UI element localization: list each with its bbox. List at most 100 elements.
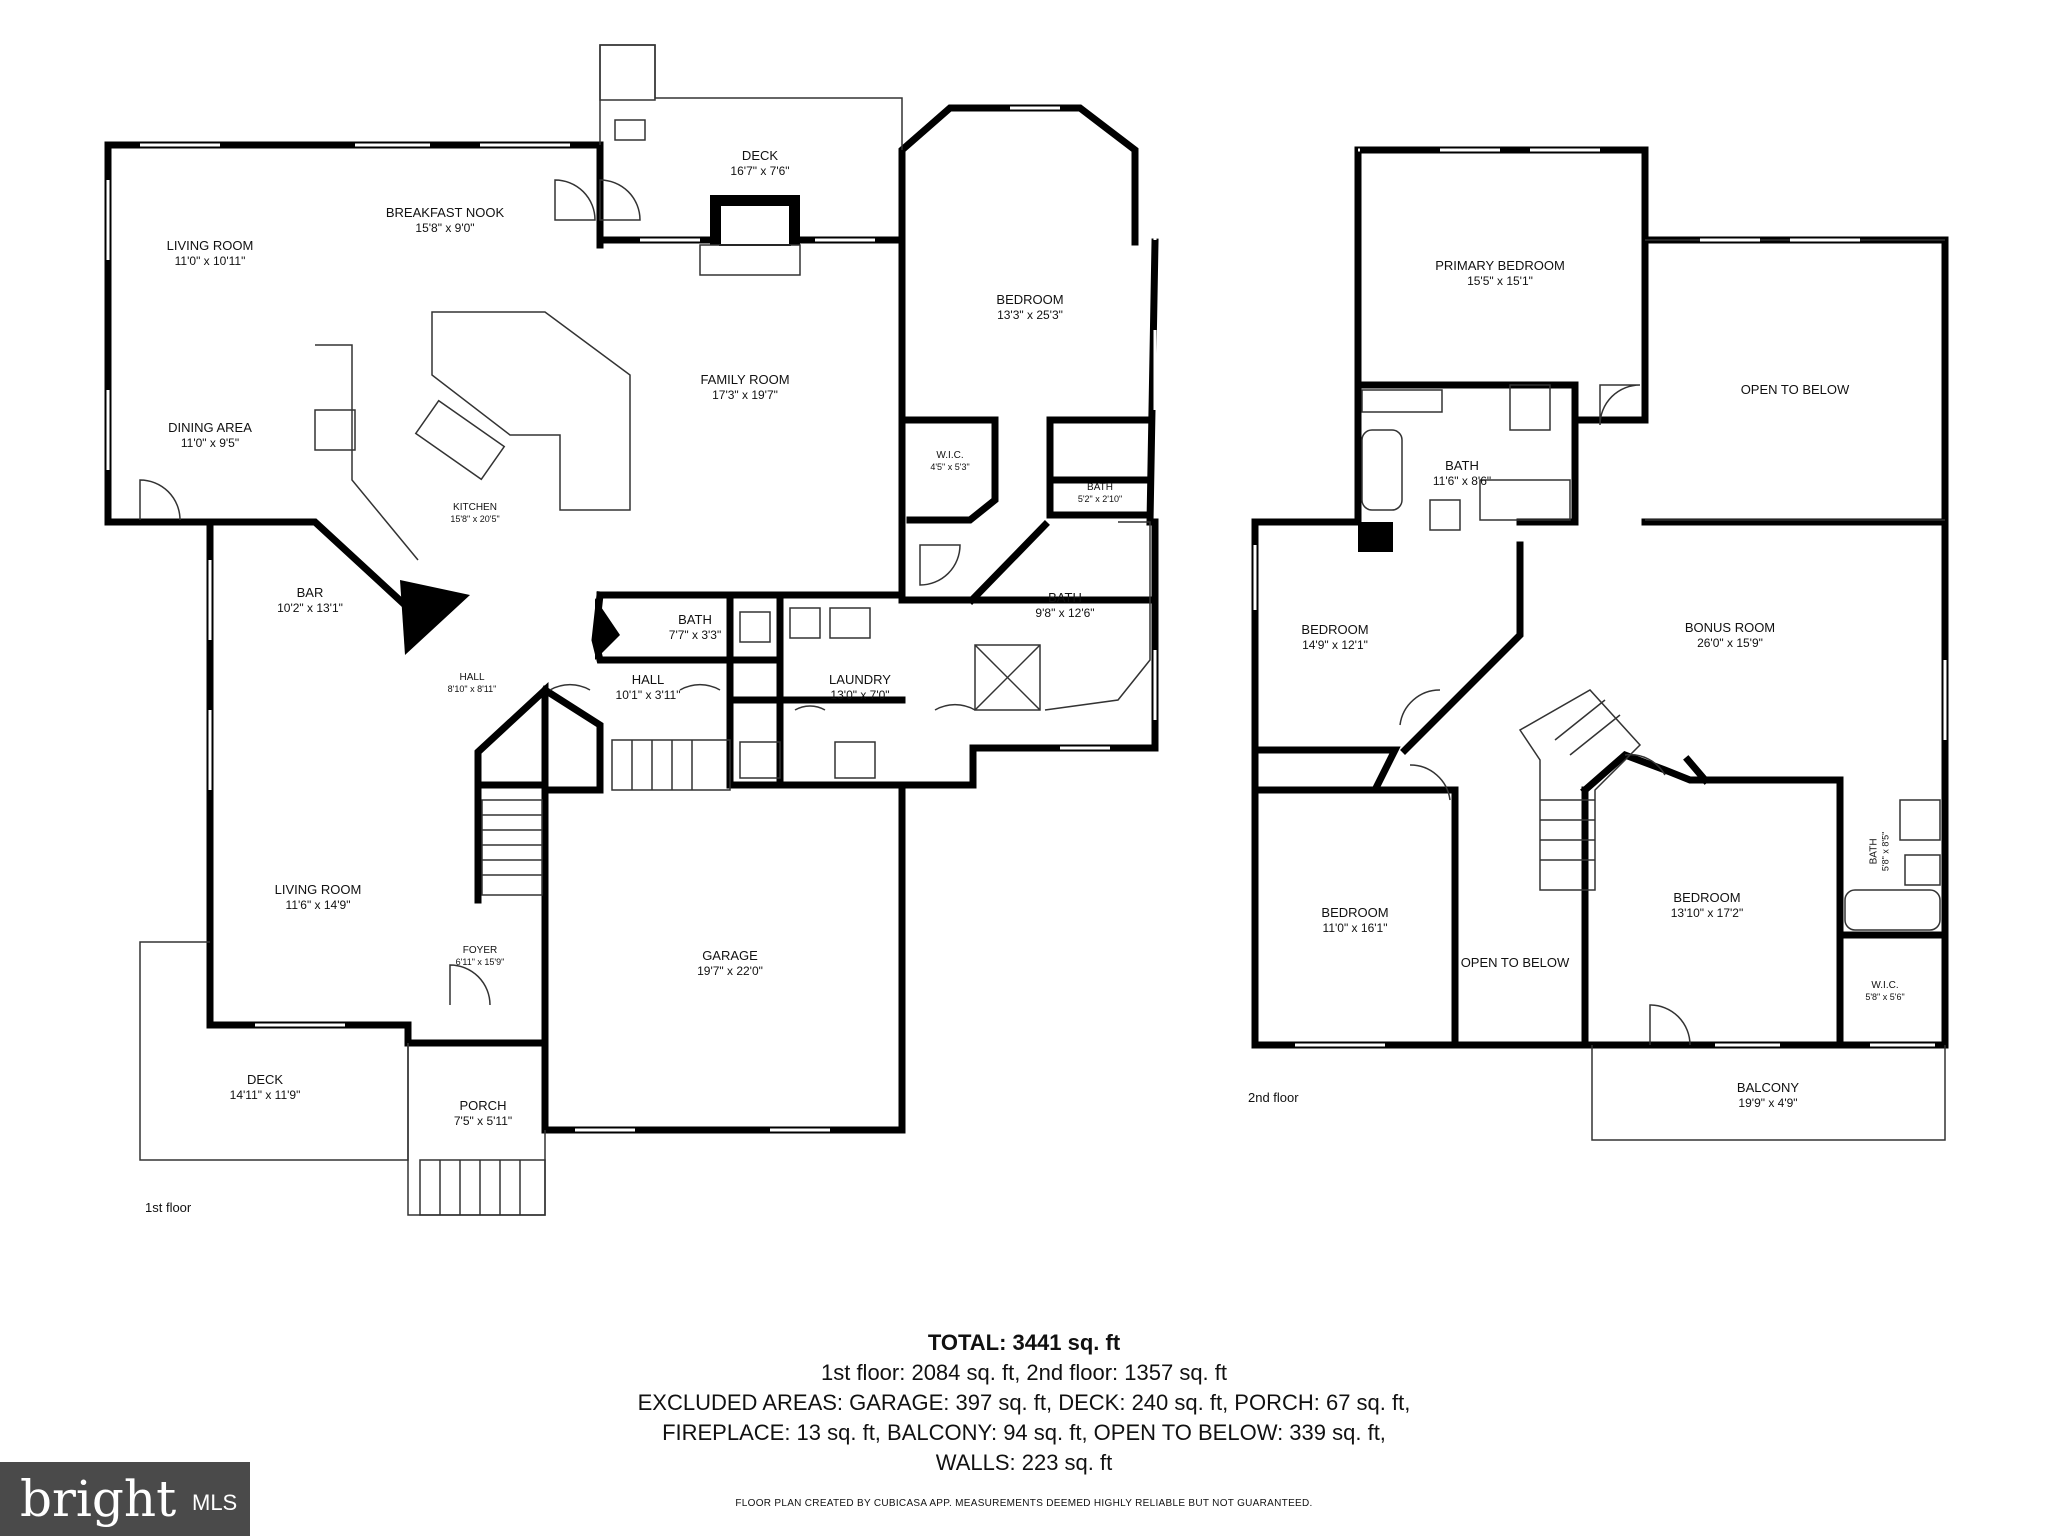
room-name: BEDROOM [996, 292, 1064, 307]
room-name: PRIMARY BEDROOM [1435, 258, 1565, 273]
room-name: BATH [1868, 838, 1880, 865]
room-label-kitchen: KITCHEN 15'8" x 20'5" [450, 502, 499, 525]
room-name: BALCONY [1736, 1080, 1800, 1095]
room-dims: 5'8" x 5'6" [1865, 992, 1905, 1002]
second-floor-details [1361, 239, 1946, 1141]
room-dims: 13'10" x 17'2" [1670, 905, 1744, 920]
room-name: KITCHEN [453, 502, 497, 513]
room-label-bath-large: BATH 9'8" x 12'6" [1035, 590, 1094, 620]
disclaimer: FLOOR PLAN CREATED BY CUBICASA APP. MEAS… [735, 1498, 1313, 1509]
first-floor-stairs [481, 739, 731, 896]
room-dims: 15'8" x 20'5" [450, 514, 500, 524]
room-name: DECK [246, 1072, 284, 1087]
second-floor-windows [1253, 148, 1947, 1047]
room-name: GARAGE [702, 948, 758, 963]
room-label-hall-2: HALL 10'1" x 3'11" [616, 672, 681, 702]
room-name: FOYER [462, 945, 498, 956]
room-dims: 11'0" x 10'11" [174, 253, 246, 268]
room-name: FAMILY ROOM [700, 372, 790, 387]
room-dims: 10'2" x 13'1" [277, 600, 343, 615]
room-dims: 7'5" x 5'11" [453, 1113, 513, 1128]
summary-line: FIREPLACE: 13 sq. ft, BALCONY: 94 sq. ft… [662, 1420, 1386, 1445]
room-name: HALL [459, 672, 485, 683]
room-name: BATH [678, 612, 712, 627]
first-floor-fixtures [739, 521, 1151, 779]
room-name: LAUNDRY [829, 672, 891, 687]
first-floor-walls [104, 104, 1159, 1134]
room-label-deck-top: DECK 16'7" x 7'6" [730, 148, 789, 178]
first-floor-windows [106, 106, 1157, 1132]
room-label-primary-bedroom: PRIMARY BEDROOM 15'5" x 15'1" [1435, 258, 1565, 288]
room-label-family-room: FAMILY ROOM 17'3" x 19'7" [700, 372, 789, 402]
area-summary: TOTAL: 3441 sq. ft 1st floor: 2084 sq. f… [0, 1328, 2048, 1478]
room-name: BATH [1445, 458, 1479, 473]
room-dims: 11'6" x 8'6" [1432, 473, 1492, 488]
room-label-dining-area: DINING AREA 11'0" x 9'5" [168, 420, 252, 450]
room-dims: 8'10" x 8'11" [447, 684, 497, 694]
room-label-bedroom-2f-b: BEDROOM 11'0" x 16'1" [1321, 905, 1388, 935]
room-dims: 26'0" x 15'9" [1697, 635, 1763, 650]
room-dims: 19'9" x 4'9" [1738, 1095, 1798, 1110]
summary-line: WALLS: 223 sq. ft [935, 1450, 1113, 1475]
room-name: OPEN TO BELOW [1740, 382, 1850, 397]
room-dims: 13'3" x 25'3" [997, 307, 1063, 322]
room-dims: 7'7" x 3'3" [668, 627, 722, 642]
room-dims: 11'6" x 14'9" [285, 897, 351, 912]
room-name: LIVING ROOM [274, 882, 362, 897]
room-name: W.I.C. [936, 450, 964, 461]
room-dims: 5'2" x 2'10" [1077, 494, 1123, 504]
room-label-bar: BAR 10'2" x 13'1" [277, 585, 343, 615]
room-name: BEDROOM [1673, 890, 1741, 905]
room-name: BATH [1048, 590, 1082, 605]
room-name: BONUS ROOM [1684, 620, 1776, 635]
room-name: DECK [741, 148, 779, 163]
room-name: OPEN TO BELOW [1460, 955, 1570, 970]
top-deck-outline [599, 44, 903, 150]
room-label-open-to-below-1: OPEN TO BELOW [1741, 382, 1850, 398]
room-dims: 17'3" x 19'7" [712, 387, 778, 402]
room-dims: 5'8" x 8'5" [1880, 831, 1891, 872]
bottom-deck-outline [139, 941, 546, 1216]
room-label-bedroom-2f-a: BEDROOM 14'9" x 12'1" [1301, 622, 1368, 652]
room-dims: 16'7" x 7'6" [730, 163, 790, 178]
room-label-bonus-room: BONUS ROOM 26'0" x 15'9" [1685, 620, 1775, 650]
summary-line: EXCLUDED AREAS: GARAGE: 397 sq. ft, DECK… [637, 1390, 1411, 1415]
room-label-foyer: FOYER 6'11" x 15'9" [456, 945, 505, 968]
bright-mls-logo: bright MLS [0, 1462, 250, 1536]
room-dims: 6'11" x 15'9" [455, 957, 505, 967]
room-label-laundry: LAUNDRY 13'0" x 7'0" [829, 672, 891, 702]
room-label-deck-bottom: DECK 14'11" x 11'9" [230, 1072, 301, 1102]
room-name: HALL [631, 672, 665, 687]
room-label-breakfast-nook: BREAKFAST NOOK 15'8" x 9'0" [386, 205, 504, 235]
first-floor-doors [139, 179, 976, 1006]
summary-line: 1st floor: 2084 sq. ft, 2nd floor: 1357 … [820, 1360, 1228, 1385]
room-dims: 10'1" x 3'11" [615, 687, 681, 702]
room-label-bath-hall: BATH 7'7" x 3'3" [669, 612, 721, 642]
room-name: BAR [296, 585, 324, 600]
room-dims: 19'7" x 22'0" [697, 963, 763, 978]
logo-suffix: MLS [192, 1490, 238, 1515]
second-floor-label: 2nd floor [1248, 1090, 1299, 1105]
room-dims: 13'0" x 7'0" [830, 687, 890, 702]
room-dims: 14'9" x 12'1" [1302, 637, 1368, 652]
room-name: PORCH [459, 1098, 507, 1113]
room-dims: 15'5" x 15'1" [1467, 273, 1533, 288]
room-name: BEDROOM [1301, 622, 1369, 637]
room-label-porch: PORCH 7'5" x 5'11" [454, 1098, 512, 1128]
room-label-balcony: BALCONY 19'9" x 4'9" [1737, 1080, 1799, 1110]
room-name: LIVING ROOM [166, 238, 254, 253]
room-label-open-to-below-2: OPEN TO BELOW [1461, 955, 1570, 971]
room-label-living-room-2: LIVING ROOM 11'6" x 14'9" [275, 882, 362, 912]
room-dims: 11'0" x 16'1" [1322, 920, 1388, 935]
room-label-bath-2f: BATH 11'6" x 8'6" [1433, 458, 1491, 488]
kitchen-counters [314, 119, 801, 561]
room-label-garage: GARAGE 19'7" x 22'0" [697, 948, 763, 978]
logo-brand: bright [20, 1470, 177, 1528]
room-label-wic-2f: W.I.C. 5'8" x 5'6" [1865, 980, 1904, 1003]
room-name: BEDROOM [1321, 905, 1389, 920]
room-name: W.I.C. [1871, 980, 1899, 991]
room-label-bedroom-1: BEDROOM 13'3" x 25'3" [996, 292, 1063, 322]
room-label-hall-1: HALL 8'10" x 8'11" [448, 672, 497, 695]
